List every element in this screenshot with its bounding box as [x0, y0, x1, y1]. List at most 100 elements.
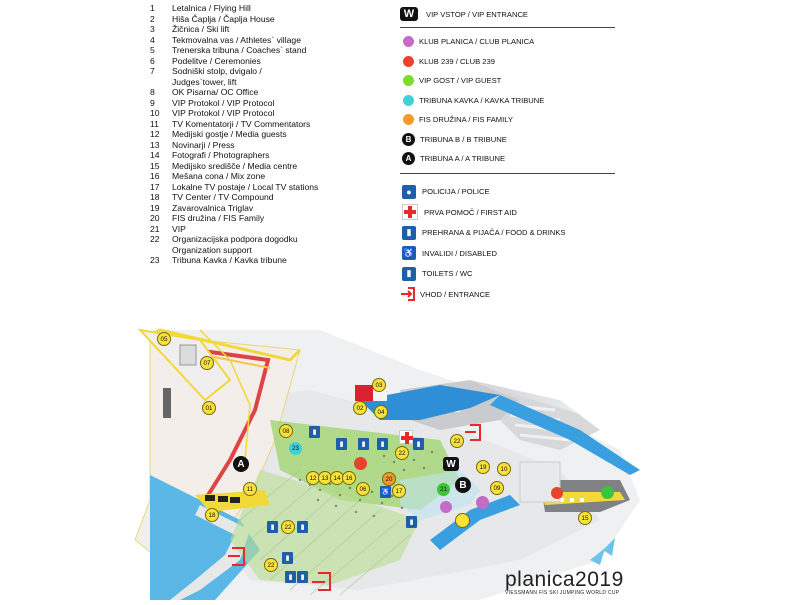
toilet-icon: ▮: [297, 521, 308, 533]
legend-label: Zavarovalnica Triglav: [172, 202, 254, 213]
vip-entrance-icon: W: [400, 7, 418, 21]
disabled-icon: ♿: [402, 246, 416, 261]
legend-number: 22: [150, 234, 160, 244]
tribune-a-badge[interactable]: A: [233, 456, 249, 472]
legend-number: [150, 77, 172, 88]
legend-number: 15: [150, 160, 160, 171]
legend-number: 8: [150, 87, 155, 97]
zone-legend-item: TRIBUNA KAVKA / KAVKA TRIBUNE: [400, 91, 615, 111]
police-icon: ▮: [413, 438, 424, 450]
toilet-icon: ▮: [377, 438, 388, 450]
toilet-icon: ▮: [406, 516, 417, 528]
zone-swatch: [403, 75, 414, 87]
zone-label: KLUB PLANICA / CLUB PLANICA: [419, 37, 535, 47]
map-marker-15[interactable]: 15: [578, 511, 592, 525]
legend-item: 7 Sodniški stolp, dvigalo /: [150, 66, 370, 77]
divider: [400, 27, 615, 28]
tribune-label: TRIBUNA B / B TRIBUNE: [420, 134, 507, 144]
map-marker-02[interactable]: 02: [353, 401, 367, 415]
legend-label: Žičnica / Ski lift: [172, 24, 230, 34]
service-label: TOILETS / WC: [422, 269, 473, 279]
legend-label: Tribuna Kavka / Kavka tribune: [172, 255, 287, 265]
legend-label: Tekmovalna vas / Athletes` village: [172, 34, 301, 45]
map-marker-17[interactable]: 17: [392, 484, 406, 498]
tribune-legend-item: A TRIBUNA A / A TRIBUNE: [400, 149, 615, 169]
vip-entrance-label: VIP VSTOP / VIP ENTRANCE: [426, 9, 528, 19]
legend-item: 9 VIP Protokol / VIP Protocol: [150, 98, 370, 109]
map-marker-18[interactable]: 18: [205, 508, 219, 522]
map-marker-21b[interactable]: [601, 486, 614, 499]
map-marker-16[interactable]: 16: [342, 471, 356, 485]
legend-item: Judges`tower, lift: [150, 77, 370, 88]
legend-label: VIP: [172, 223, 186, 234]
police-icon: ●: [402, 184, 416, 199]
disabled-icon: ♿: [380, 486, 391, 498]
legend-label: Hiša Čaplja / Čaplja House: [172, 13, 275, 24]
map-marker-22d[interactable]: 22: [264, 558, 278, 572]
map-marker-04[interactable]: 04: [374, 405, 388, 419]
service-label: PREHRANA & PIJAČA / FOOD & DRINKS: [422, 228, 566, 238]
legend-number: 14: [150, 150, 160, 160]
map-marker-22a[interactable]: 22: [395, 446, 409, 460]
map-club-planica: [440, 501, 452, 513]
legend-number: 16: [150, 171, 160, 181]
legend-number: 7: [150, 66, 155, 76]
toilet-icon: ▮: [309, 426, 320, 438]
map-marker-05[interactable]: 05: [157, 332, 171, 346]
food-drinks-icon: ▮: [402, 225, 416, 240]
legend-label: Judges`tower, lift: [172, 76, 237, 87]
first-aid-icon: [402, 204, 418, 221]
map-marker-07[interactable]: 07: [200, 356, 214, 370]
map-marker-11[interactable]: 11: [243, 482, 257, 496]
tribune-b-icon: B: [402, 132, 415, 146]
service-legend-item: PRVA POMOČ / FIRST AID: [400, 202, 615, 223]
zone-label: KLUB 239 / CLUB 239: [419, 56, 495, 66]
map-marker-10[interactable]: 10: [497, 462, 511, 476]
legend-label: Novinarji / Press: [172, 139, 235, 150]
legend-number: 18: [150, 192, 160, 202]
legend-number: 1: [150, 3, 155, 13]
tribune-label: TRIBUNA A / A TRIBUNE: [420, 154, 506, 164]
vip-entrance-badge[interactable]: W: [443, 457, 459, 471]
map-marker-08[interactable]: 08: [279, 424, 293, 438]
legend-label: Organizacijska podpora dogodku: [172, 234, 298, 244]
tribune-b-badge[interactable]: B: [455, 477, 471, 493]
map-marker-21a[interactable]: 21: [437, 483, 450, 496]
legend-label: OK Pisarna/ OC Office: [172, 87, 259, 97]
legend-label: FIS družina / FIS Family: [172, 213, 265, 223]
legend-label: VIP Protokol / VIP Protocol: [172, 97, 275, 108]
map-marker-09[interactable]: 09: [490, 481, 504, 495]
zone-swatch: [403, 94, 414, 106]
map-marker-20[interactable]: 20: [382, 472, 396, 486]
map-marker-22c[interactable]: 22: [281, 520, 295, 534]
map-marker-01[interactable]: 01: [202, 401, 216, 415]
map-marker-23[interactable]: 23: [289, 442, 302, 455]
legend-number: 9: [150, 97, 155, 108]
legend-label: Sodniški stolp, dvigalo /: [172, 66, 262, 76]
map-marker-06[interactable]: 06: [356, 482, 370, 496]
map-marker-03[interactable]: 03: [372, 378, 386, 392]
map-marker-19a[interactable]: 19: [476, 460, 490, 474]
first-aid-icon: [399, 430, 413, 444]
legend-number: 3: [150, 24, 155, 34]
legend-number: 11: [150, 118, 159, 129]
service-label: POLICIJA / POLICE: [422, 187, 490, 197]
legend-number: 6: [150, 55, 155, 66]
legend-label: Medijski gostje / Media guests: [172, 129, 287, 139]
divider: [400, 172, 615, 174]
map-marker-22b[interactable]: 22: [450, 434, 464, 448]
zone-legend-item: KLUB 239 / CLUB 239: [400, 52, 615, 72]
service-legend-item: ♿ INVALIDI / DISABLED: [400, 243, 615, 264]
